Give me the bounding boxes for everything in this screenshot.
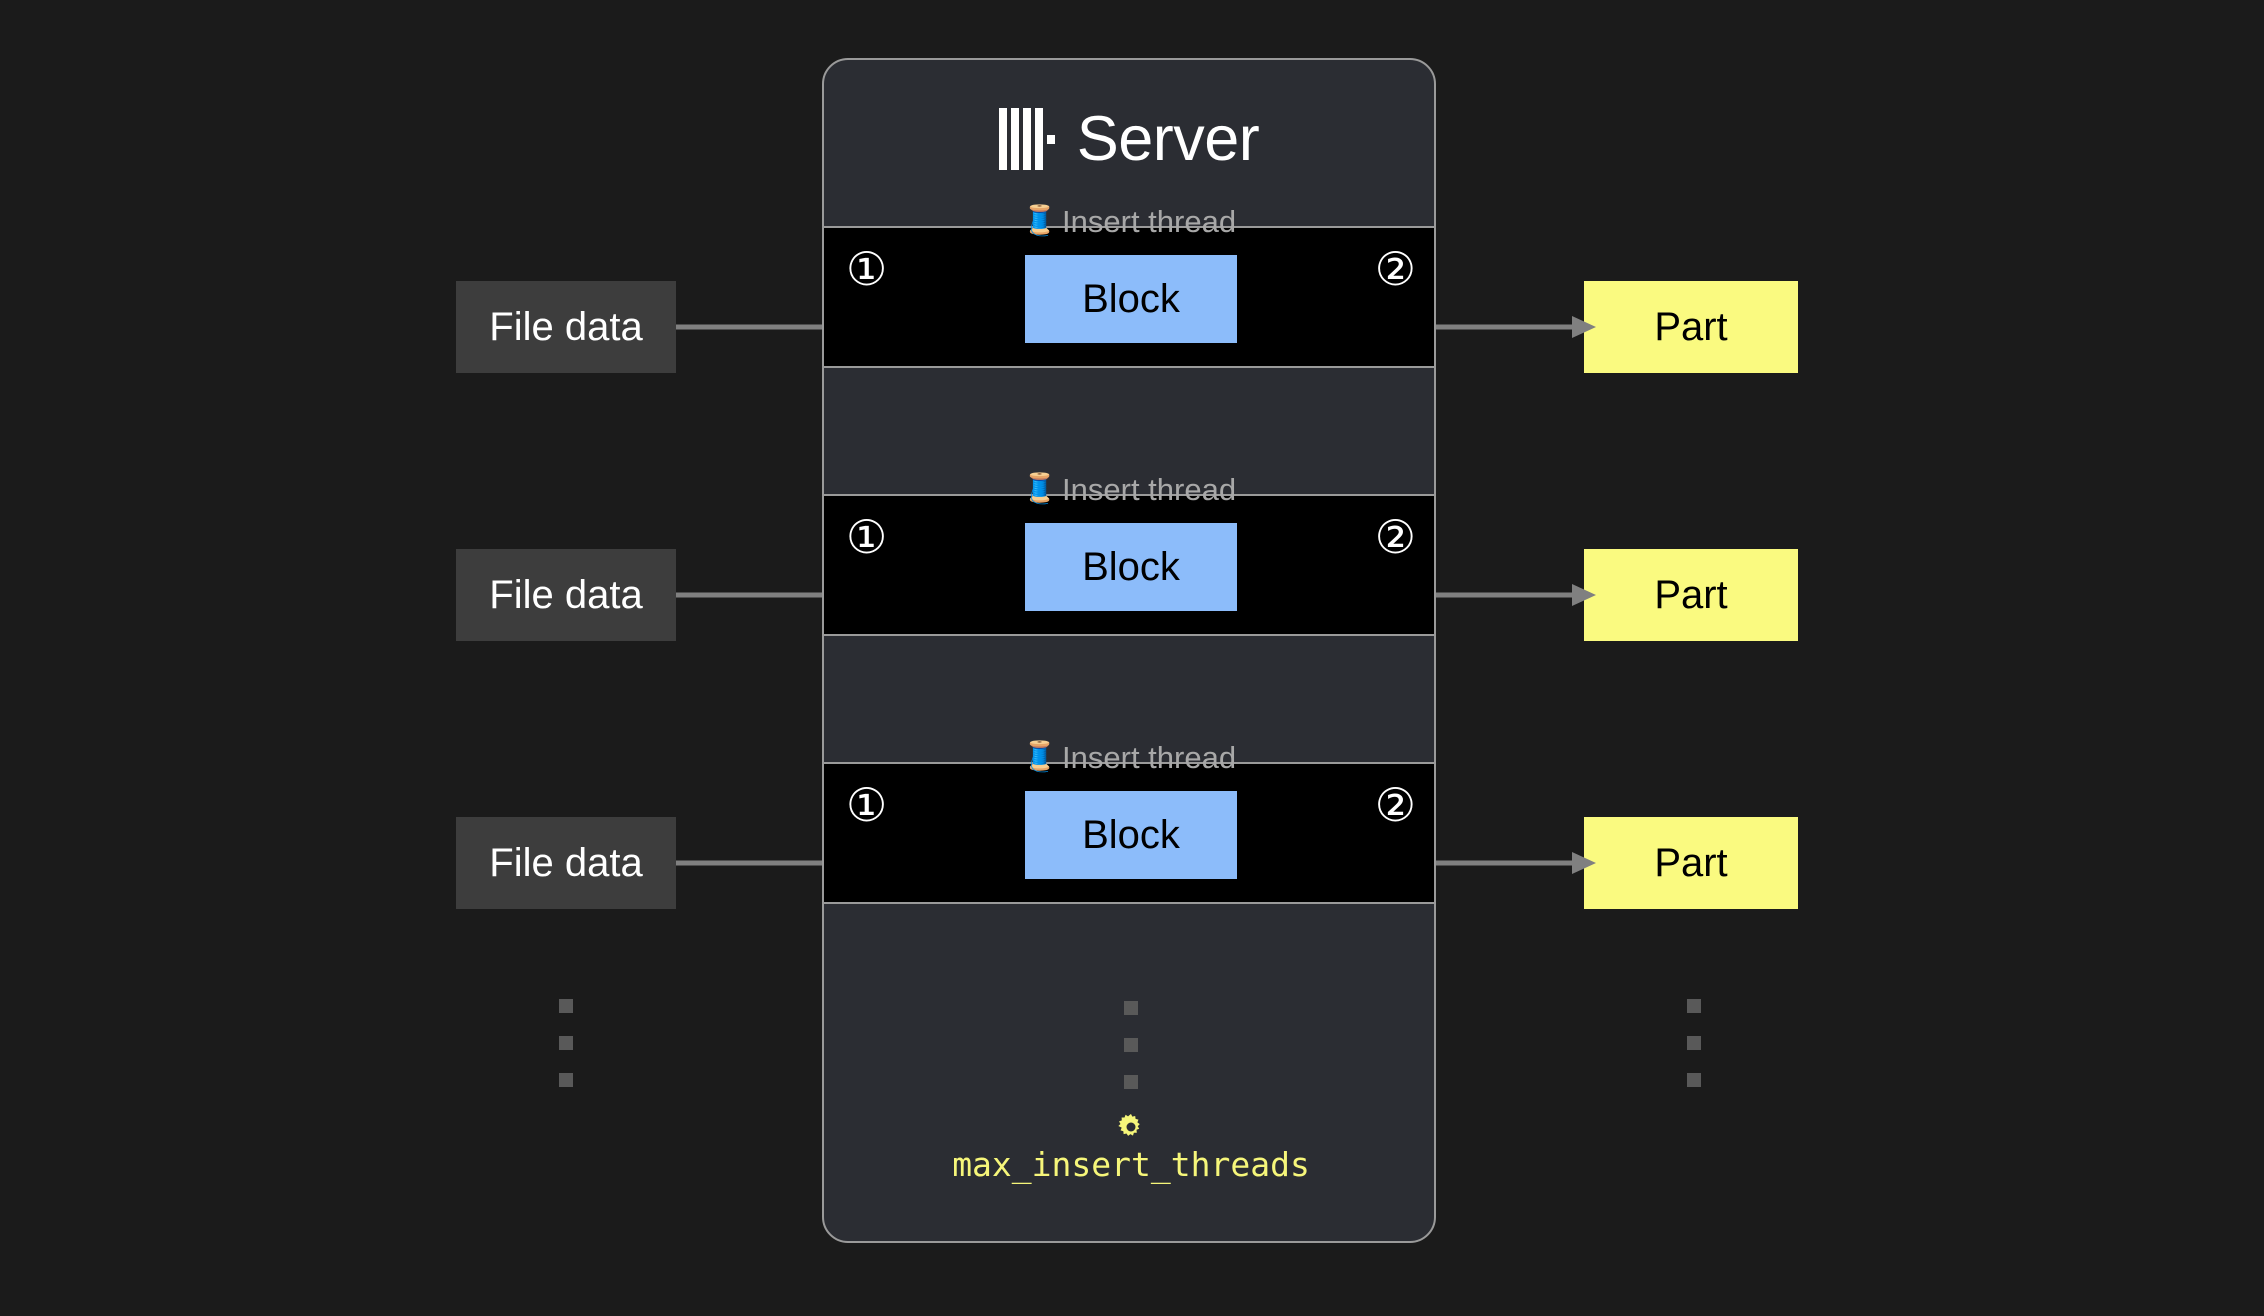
step-marker-in-2: ① (846, 511, 888, 563)
setting-name-label: max_insert_threads (952, 1145, 1310, 1184)
step-marker-in-3: ① (846, 779, 888, 831)
part-label: Part (1654, 841, 1728, 885)
block-label: Block (1082, 277, 1180, 321)
server-title: Server (1076, 103, 1260, 174)
ellipsis-dot (1687, 999, 1701, 1013)
insert-thread-lane-1: 🧵 Insert thread ① ② Block (824, 206, 1434, 368)
file-data-label: File data (489, 305, 643, 349)
block-box-3: Block (1025, 791, 1237, 879)
part-label: Part (1654, 573, 1728, 617)
ellipsis-dot (1687, 1073, 1701, 1087)
ellipsis-dots-right (1687, 999, 1701, 1087)
insert-thread-label: Insert thread (1062, 204, 1237, 239)
block-label: Block (1082, 813, 1180, 857)
ellipsis-dot (1124, 1075, 1138, 1089)
ellipsis-dot (559, 1073, 573, 1087)
step-marker-out-3: ② (1374, 779, 1416, 831)
block-box-1: Block (1025, 255, 1237, 343)
step-marker-in-1: ① (846, 243, 888, 295)
insert-thread-label-group-3: 🧵 Insert thread (1022, 742, 1240, 773)
ellipsis-dot (1124, 1001, 1138, 1015)
file-data-label: File data (489, 841, 643, 885)
part-box-1: Part (1584, 281, 1798, 373)
ellipsis-dots-left (559, 999, 573, 1087)
block-box-2: Block (1025, 523, 1237, 611)
file-data-box-2: File data (456, 549, 676, 641)
insert-thread-label-group-2: 🧵 Insert thread (1022, 474, 1240, 505)
thread-spool-icon: 🧵 (1021, 741, 1059, 773)
setting-group: max_insert_threads (824, 1112, 1434, 1184)
insert-thread-label: Insert thread (1062, 472, 1237, 507)
block-label: Block (1082, 545, 1180, 589)
insert-thread-lane-2: 🧵 Insert thread ① ② Block (824, 474, 1434, 636)
file-data-label: File data (489, 573, 643, 617)
server-panel: Server 🧵 Insert thread ① ② Block 🧵 Inser… (822, 58, 1436, 1243)
part-box-2: Part (1584, 549, 1798, 641)
thread-spool-icon: 🧵 (1021, 473, 1059, 505)
clickhouse-logo-icon (998, 108, 1055, 170)
step-marker-out-2: ② (1374, 511, 1416, 563)
insert-thread-label: Insert thread (1062, 740, 1237, 775)
ellipsis-dot (1124, 1038, 1138, 1052)
gear-icon (1118, 1114, 1140, 1136)
ellipsis-dot (559, 999, 573, 1013)
step-marker-out-1: ② (1374, 243, 1416, 295)
ellipsis-dot (1687, 1036, 1701, 1050)
ellipsis-dots-center (1124, 1001, 1138, 1089)
server-header: Server (824, 60, 1434, 218)
ellipsis-dot (559, 1036, 573, 1050)
file-data-box-3: File data (456, 817, 676, 909)
part-box-3: Part (1584, 817, 1798, 909)
file-data-box-1: File data (456, 281, 676, 373)
insert-thread-lane-3: 🧵 Insert thread ① ② Block (824, 742, 1434, 904)
part-label: Part (1654, 305, 1728, 349)
insert-thread-label-group-1: 🧵 Insert thread (1022, 206, 1240, 237)
thread-spool-icon: 🧵 (1021, 205, 1059, 237)
